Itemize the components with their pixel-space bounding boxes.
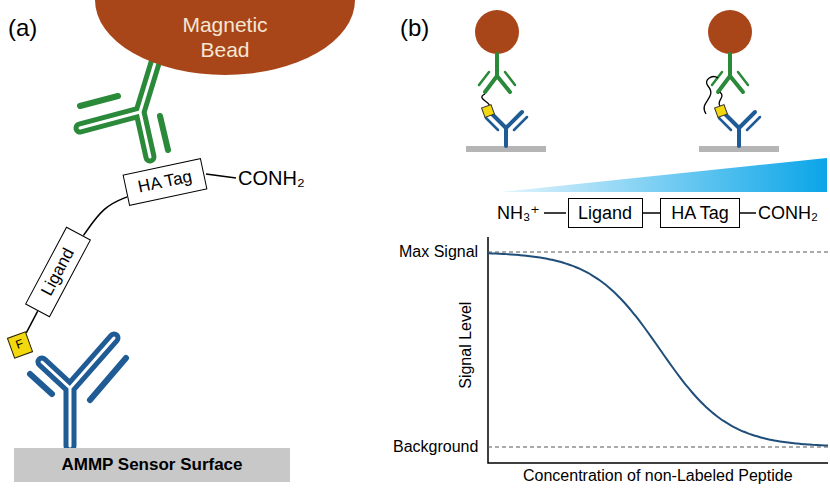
node-text: HA Tag: [671, 203, 729, 224]
node-text: Ligand: [37, 245, 78, 299]
antibody-light-chain: [80, 96, 168, 150]
node-text: HA Tag: [136, 167, 193, 197]
antibody-light-chain: [479, 72, 515, 85]
sensor-surface: AMMP Sensor Surface: [14, 448, 290, 482]
max-signal-line: [488, 252, 828, 253]
axis-level-label: Background: [393, 438, 478, 456]
chain-link: [643, 212, 661, 214]
mini-assay: [699, 10, 779, 152]
node-text: Magnetic Bead: [169, 13, 281, 61]
terminus-label: CONH₂: [758, 203, 818, 224]
fluorophore-icon: [482, 105, 495, 118]
background-line: [488, 447, 828, 448]
terminus-label: CONH₂: [238, 167, 305, 190]
antibody-light-chain: [486, 117, 527, 130]
node-text: AMMP Sensor Surface: [61, 455, 242, 475]
axis-title: Concentration of non-Labeled Peptide: [523, 467, 793, 485]
chain-line: [544, 212, 566, 214]
bead-body: [95, 0, 355, 75]
ligand-box: Ligand: [25, 227, 91, 318]
node-text: Ligand: [578, 203, 632, 224]
node-text: F: [14, 337, 26, 352]
magnetic-bead: Magnetic Bead: [95, 0, 355, 75]
mini-assay: [466, 10, 546, 152]
fluorophore-tag: F: [7, 331, 33, 359]
response-curve: [488, 253, 828, 445]
magnetic-bead-icon: [475, 10, 519, 54]
terminus-label: NH₃⁺: [497, 203, 540, 224]
peptide-strand: [719, 92, 722, 106]
chain-line: [739, 212, 756, 214]
antibody-light-chain: [30, 358, 126, 400]
chain-link: [83, 197, 127, 236]
chart-axes: [488, 237, 828, 463]
ha-tag-box: HA Tag: [123, 158, 208, 206]
chain-link: [26, 311, 37, 333]
fluorophore-icon: [715, 105, 728, 118]
axis-title: Signal Level: [457, 302, 475, 389]
blue-antibody: [30, 338, 126, 446]
panel-label: (b): [400, 14, 429, 42]
concentration-wedge: [500, 158, 827, 192]
axis-level-label: Max Signal: [399, 243, 478, 261]
chain-line: [206, 174, 236, 178]
ligand-box: Ligand: [568, 198, 643, 228]
ha-tag-box: HA Tag: [660, 198, 740, 228]
panel-label: (a): [8, 14, 37, 42]
